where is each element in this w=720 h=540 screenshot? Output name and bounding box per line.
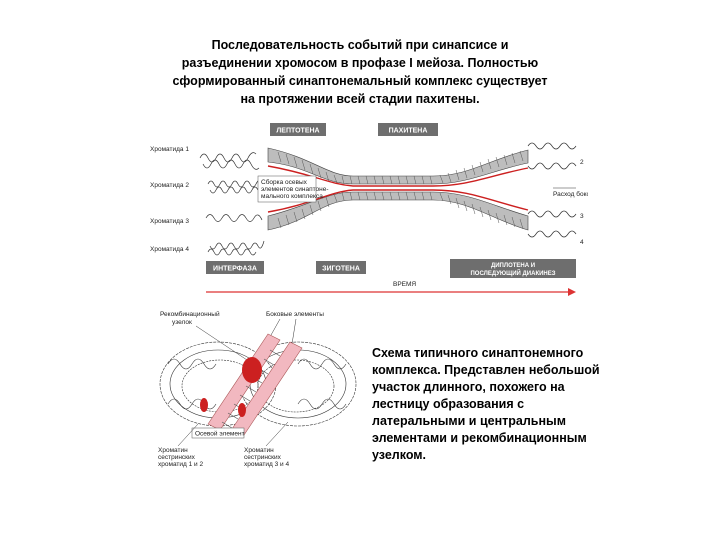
chromatin-right-label-line: Хроматин — [244, 447, 274, 454]
recomb-node-label-line: Рекомбинационный — [160, 310, 220, 318]
title-line: разъединении хромосом в профазе I мейоза… — [181, 56, 539, 70]
synaptonemal-complex-figure: Рекомбинационный узелок Боковые элементы — [158, 310, 357, 468]
chromatin-left-label-line: Хроматин — [158, 447, 188, 454]
red-end-cap — [238, 403, 246, 417]
assembly-annotation-box — [257, 175, 317, 203]
chromatid-label-2: Хроматида 2 — [150, 182, 189, 189]
recomb-node-label-line: узелок — [172, 319, 192, 326]
caption-line: элементами и рекомбинационным — [372, 431, 587, 445]
red-end-cap — [200, 398, 208, 412]
stage-box-diplotene — [450, 259, 576, 278]
chromatid-number-3: 3 — [580, 213, 584, 220]
chromatin-right-label-line: хроматид 3 и 4 — [244, 461, 289, 468]
caption-line: участок длинного, похожего на — [372, 380, 565, 394]
chromatin-hatching — [277, 150, 524, 230]
lateral-divergence-label: Расход боковых нитей — [553, 190, 588, 198]
stage-box-interphase — [206, 261, 264, 274]
prophase-sequence-figure: ЛЕПТОТЕНА ПАХИТЕНА Хроматида 1 Хроматида… — [148, 118, 588, 300]
title-line: Последовательность событий при синапсисе… — [211, 38, 509, 52]
lower-homolog-band — [267, 191, 529, 231]
time-axis-label: ВРЕМЯ — [393, 281, 416, 288]
caption-line: лестницу образования с — [372, 397, 525, 411]
title-line: на протяжении всей стадии пахитены. — [240, 92, 480, 106]
chromatin-left-label-line: сестринских — [158, 454, 196, 461]
assembly-label-line: Сборка осевых — [261, 178, 308, 186]
page-title: Последовательность событий при синапсисе… — [135, 36, 585, 108]
caption-line: комплекса. Представлен небольшой — [372, 363, 600, 377]
stage-box-pachytene — [378, 123, 438, 136]
stage-label-leptotene: ЛЕПТОТЕНА — [276, 128, 319, 135]
upper-homolog-band — [267, 147, 529, 185]
stage-box-zygotene — [316, 261, 366, 274]
lateral-elements-label: Боковые элементы — [266, 311, 324, 318]
stage-label-diplotene-line2: ПОСЛЕДУЮЩИЙ ДИАКИНЕЗ — [470, 269, 555, 277]
chromatid-number-4: 4 — [580, 239, 584, 246]
title-line: сформированный синаптонемальный комплекс… — [172, 74, 548, 88]
chromatin-left-label-line: хроматид 1 и 2 — [158, 461, 203, 468]
stage-label-pachytene: ПАХИТЕНА — [389, 128, 428, 135]
stage-box-leptotene — [270, 123, 326, 136]
caption-line: Схема типичного синаптонемного — [372, 346, 584, 360]
chromatid-label-1: Хроматида 1 — [150, 146, 189, 153]
chromatid-number-2: 2 — [580, 159, 584, 166]
chromatid-label-4: Хроматида 4 — [150, 246, 189, 253]
chromatin-right-label-line: сестринских — [244, 454, 282, 461]
assembly-label-line: мального комплекса — [261, 193, 323, 200]
assembly-label-line: элементов синаптоне- — [261, 186, 329, 193]
figure-caption: Схема типичного синаптонемного комплекса… — [372, 345, 642, 464]
caption-line: узелком. — [372, 448, 427, 462]
axial-element-label: Осевой элемент — [195, 430, 245, 438]
chromatid-label-3: Хроматида 3 — [150, 218, 189, 225]
recombination-nodule — [242, 357, 262, 383]
caption-line: латеральными и центральным — [372, 414, 566, 428]
axial-elements — [267, 165, 529, 213]
stage-label-zygotene: ЗИГОТЕНА — [322, 266, 360, 273]
stage-label-diplotene-line1: ДИПЛОТЕНА И — [491, 263, 535, 269]
loose-chromatin-right — [527, 142, 577, 238]
time-arrow-head-icon — [568, 288, 576, 296]
loose-chromatin-left — [199, 152, 265, 256]
stage-label-interphase: ИНТЕРФАЗА — [213, 266, 257, 273]
axial-element-box — [191, 427, 245, 439]
